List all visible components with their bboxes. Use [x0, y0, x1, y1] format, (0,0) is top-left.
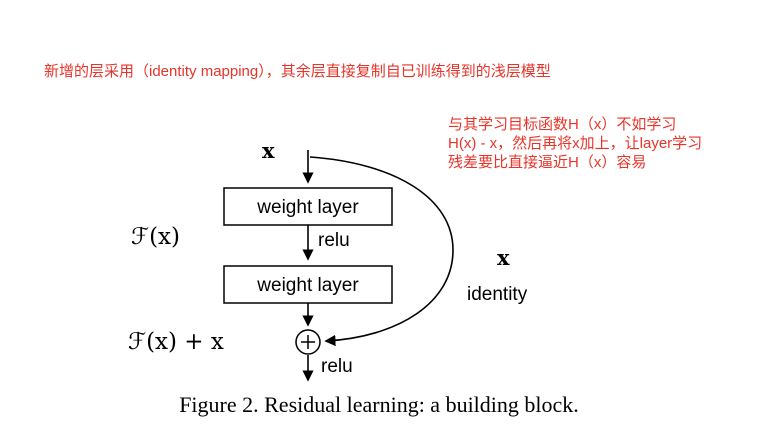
identity-x-label: x	[497, 245, 510, 270]
annotation-right-line-1: 与其学习目标函数H（x）不如学习	[448, 116, 677, 133]
input-x-label: x	[262, 138, 275, 163]
relu-out-label: relu	[321, 356, 353, 377]
annotation-right-line-2: H(x) - x，然后再将x加上，让layer学习	[448, 135, 703, 152]
relu-mid-label: relu	[318, 230, 350, 251]
weight-layer-2-label: weight layer	[256, 275, 359, 296]
sum-label: ℱ(x) + x	[128, 329, 224, 355]
plus-icon	[301, 335, 315, 349]
identity-label: identity	[467, 284, 528, 305]
annotation-top: 新增的层采用（identity mapping），其余层直接复制自已训练得到的浅…	[44, 63, 551, 80]
identity-shortcut-curve	[309, 156, 454, 347]
figure-caption: Figure 2. Residual learning: a building …	[179, 392, 579, 417]
weight-layer-1-label: weight layer	[256, 197, 359, 218]
residual-function-label: ℱ(x)	[131, 224, 180, 250]
annotation-right-line-3: 残差要比直接逼近H（x）容易	[448, 154, 647, 171]
annotation-right: 与其学习目标函数H（x）不如学习 H(x) - x，然后再将x加上，让layer…	[448, 115, 702, 172]
